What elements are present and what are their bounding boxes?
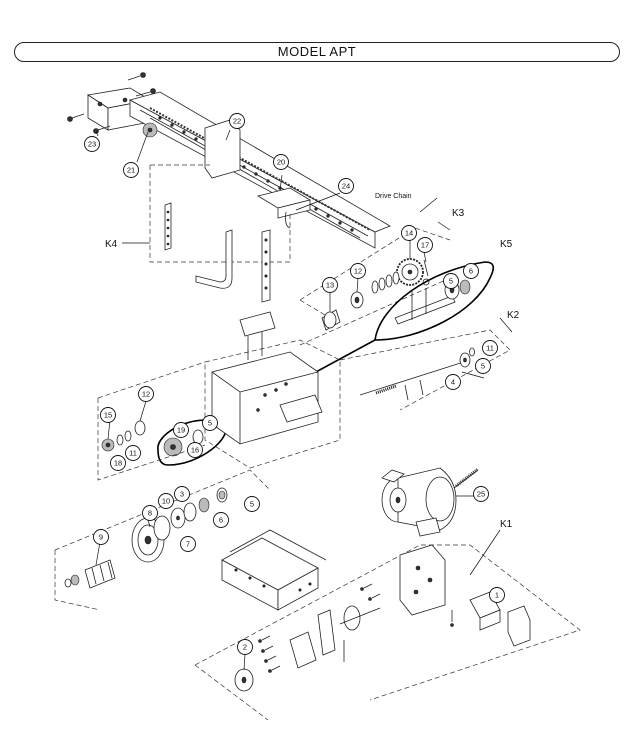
kit-label-k2: K2 [507,310,520,321]
svg-text:5: 5 [250,500,254,509]
callout-14: 14 [401,225,417,241]
kit-label-k3: K3 [452,208,465,219]
svg-text:24: 24 [342,182,350,191]
callout-16: 16 [187,442,203,458]
callout-9: 9 [93,529,109,545]
svg-text:5: 5 [481,362,485,371]
svg-text:3: 3 [180,490,184,499]
k1-electrical-kit [194,529,581,721]
diagram-title: MODEL APT [277,44,357,59]
callout-6-pulley: 6 [213,512,229,528]
callout-6-k5: 6 [463,263,479,279]
pulley-group [54,469,271,611]
callout-17: 17 [417,237,433,253]
title-bar: MODEL APT [14,42,620,62]
callout-25: 25 [473,486,489,502]
callout-18: 18 [110,455,126,471]
svg-text:20: 20 [277,158,285,167]
callout-1: 1 [489,587,505,603]
callout-12-lower: 12 [138,386,154,402]
callout-5-pulley: 5 [244,496,260,512]
svg-text:10: 10 [162,497,170,506]
svg-text:4: 4 [451,378,455,387]
callout-2: 2 [237,639,253,655]
callout-23: 23 [84,136,100,152]
kit-label-k4: K4 [105,239,118,250]
callout-22: 22 [229,113,245,129]
svg-text:5: 5 [208,419,212,428]
callout-5-k5-lower: 5 [202,415,218,431]
callout-21: 21 [123,162,139,178]
svg-text:12: 12 [354,267,362,276]
svg-text:23: 23 [88,140,96,149]
svg-text:21: 21 [127,166,135,175]
callout-5-k2: 5 [475,358,491,374]
svg-text:25: 25 [477,490,485,499]
svg-text:11: 11 [486,344,494,353]
svg-text:15: 15 [104,411,112,420]
svg-text:11: 11 [129,449,137,458]
callout-8: 8 [142,505,158,521]
callout-10: 10 [158,493,174,509]
drive-chain-label: Drive Chain [375,193,412,200]
callout-11-k2: 11 [482,340,498,356]
left-gear-group [97,361,206,481]
kit-label-k1: K1 [500,519,513,530]
callout-20: 20 [273,154,289,170]
callout-7: 7 [180,536,196,552]
k4-header-bracket-kit [122,164,291,303]
callout-11-left: 11 [125,445,141,461]
svg-text:6: 6 [469,267,473,276]
svg-text:22: 22 [233,117,241,126]
callout-13: 13 [322,277,338,293]
callout-15: 15 [100,407,116,423]
svg-text:12: 12 [142,390,150,399]
callout-12-upper: 12 [350,263,366,279]
svg-text:1: 1 [495,591,499,600]
svg-text:17: 17 [421,241,429,250]
callout-5-k5: 5 [443,273,459,289]
callout-leaders [95,129,485,671]
svg-text:7: 7 [186,540,190,549]
k3-sprocket-kit [299,221,451,346]
svg-text:2: 2 [243,643,247,652]
svg-text:6: 6 [219,516,223,525]
callout-24: 24 [338,178,354,194]
motor-25 [381,467,479,537]
svg-text:14: 14 [405,229,413,238]
svg-text:18: 18 [114,459,122,468]
callout-3: 3 [174,486,190,502]
callout-4: 4 [445,374,461,390]
svg-text:5: 5 [449,277,453,286]
svg-text:19: 19 [177,426,185,435]
k5-sprocket-kit [157,261,495,466]
chassis-frame [204,311,341,469]
kit-label-k5: K5 [500,239,513,250]
svg-text:16: 16 [191,446,199,455]
svg-text:9: 9 [99,533,103,542]
callout-19: 19 [173,422,189,438]
svg-text:13: 13 [326,281,334,290]
chassis-housing [221,529,327,611]
rail-assembly [67,72,391,249]
svg-text:8: 8 [148,509,152,518]
